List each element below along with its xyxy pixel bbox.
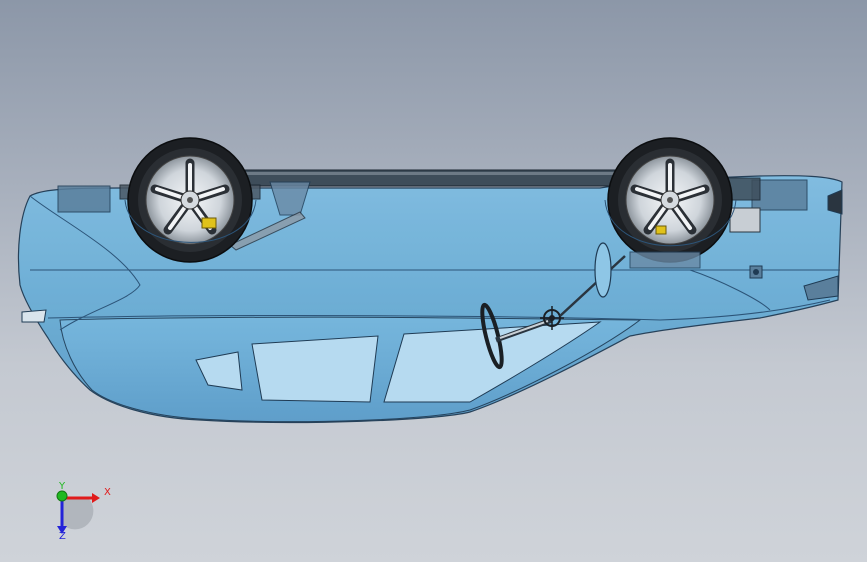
steering-column-highlight	[499, 320, 549, 339]
rear-suspension-box[interactable]	[629, 251, 701, 269]
rear-brake-caliper[interactable]	[655, 225, 667, 235]
axis-x-arrowhead	[92, 493, 100, 503]
frame-rail-highlight	[240, 172, 620, 175]
steering-shaft[interactable]	[559, 255, 626, 317]
rear-fender-curve	[689, 269, 771, 311]
steering-wheel[interactable]	[478, 302, 505, 370]
axis-triad: X Y Z	[48, 482, 118, 544]
rear-wheel-arch	[604, 199, 737, 247]
front-lower-lip[interactable]	[21, 309, 47, 323]
axis-x-label: X	[104, 487, 111, 498]
axis-z-label: Z	[59, 531, 66, 542]
side-window-rear[interactable]	[195, 351, 243, 391]
side-window-front[interactable]	[383, 321, 602, 403]
front-brake-caliper[interactable]	[201, 217, 217, 229]
front-lower-arm[interactable]	[229, 211, 306, 251]
axis-y-dot	[56, 490, 68, 502]
fuel-cap-center	[753, 269, 759, 275]
side-mirror[interactable]	[594, 242, 612, 298]
front-wheel[interactable]	[127, 137, 253, 263]
rear-lamp-upper[interactable]	[827, 189, 843, 215]
side-window-middle[interactable]	[251, 335, 379, 403]
front-bumper-beam[interactable]	[57, 185, 111, 213]
front-fender-curve	[29, 195, 141, 331]
front-wheel-arch	[124, 199, 257, 243]
axis-z-arrowhead	[57, 526, 67, 534]
rear-lamp-lower[interactable]	[803, 275, 839, 301]
triad-shadow	[62, 498, 94, 530]
steering-gear[interactable]	[540, 306, 564, 330]
rear-crossmember[interactable]	[729, 207, 761, 233]
axis-y-label: Y	[59, 481, 66, 492]
rear-wheel[interactable]	[607, 137, 733, 263]
